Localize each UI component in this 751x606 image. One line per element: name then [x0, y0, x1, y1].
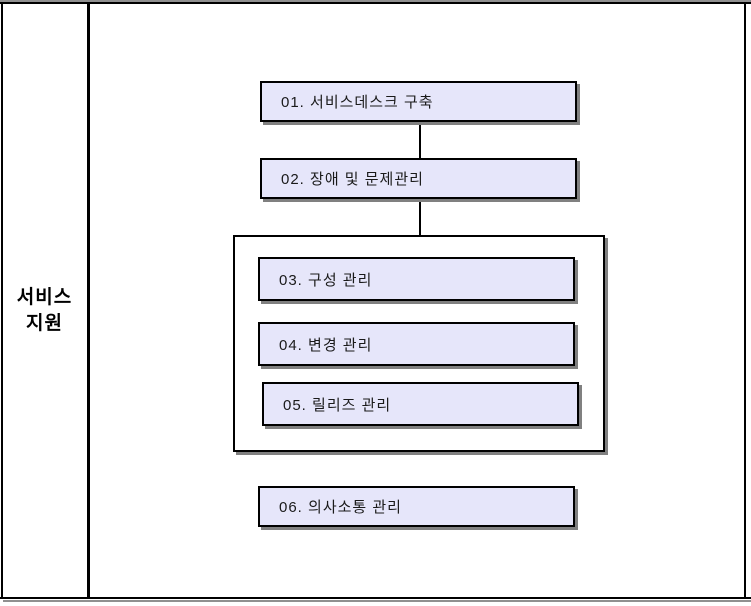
frame-left-border — [1, 2, 3, 599]
connector-box02-group — [419, 199, 421, 235]
process-box-01-label: 01. 서비스데스크 구축 — [281, 94, 434, 111]
process-box-04: 04. 변경 관리 — [258, 322, 575, 366]
frame-top-shadow-line — [0, 0, 751, 2]
process-box-03-label: 03. 구성 관리 — [279, 271, 373, 289]
frame-bottom-shadow-line — [3, 600, 751, 602]
process-box-01: 01. 서비스데스크 구축 — [260, 81, 577, 122]
frame-bottom-border — [0, 597, 751, 599]
category-column-divider — [87, 2, 90, 597]
process-box-02-label: 02. 장애 및 문제관리 — [281, 171, 424, 188]
process-box-02: 02. 장애 및 문제관리 — [260, 158, 577, 199]
frame-right-border — [744, 2, 746, 599]
frame-top-border — [0, 2, 751, 4]
process-box-05: 05. 릴리즈 관리 — [262, 382, 579, 426]
category-label-line1: 서비스 — [16, 287, 73, 308]
process-box-03: 03. 구성 관리 — [258, 257, 575, 301]
connector-box01-box02 — [419, 122, 421, 158]
category-label: 서비스 지원 — [0, 285, 89, 337]
category-label-line2: 지원 — [26, 313, 63, 334]
process-box-06: 06. 의사소통 관리 — [258, 486, 575, 527]
process-box-06-label: 06. 의사소통 관리 — [279, 499, 402, 516]
process-box-05-label: 05. 릴리즈 관리 — [283, 396, 392, 414]
process-box-04-label: 04. 변경 관리 — [279, 336, 373, 354]
